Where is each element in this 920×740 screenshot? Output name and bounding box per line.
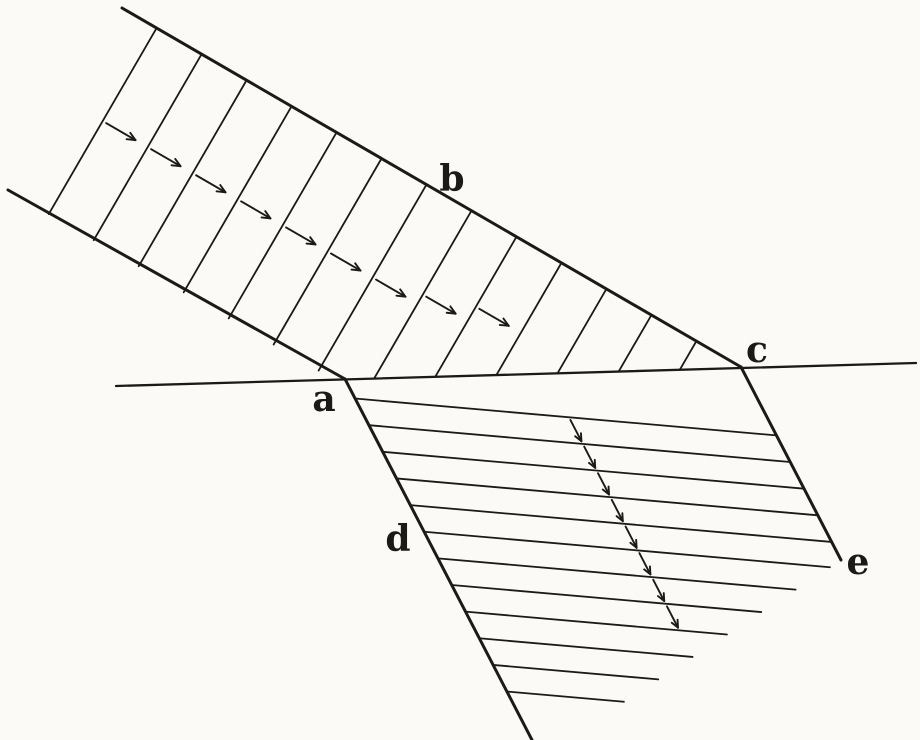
label-b: b: [439, 158, 465, 200]
incident-direction-arrow: [240, 200, 272, 220]
incident-direction-arrow-head: [219, 184, 227, 194]
refracted-direction-arrow: [652, 578, 666, 603]
refracted-direction-arrow-head: [670, 621, 679, 629]
refracted-wavefront: [381, 450, 805, 490]
interface-line: [114, 361, 918, 388]
refracted-wavefront: [354, 397, 778, 437]
label-a: a: [312, 378, 336, 420]
incident-direction-arrow-head: [264, 210, 272, 220]
incident-wavefront: [495, 261, 563, 376]
incident-wavefront: [137, 79, 248, 268]
incident-direction-arrow-head: [449, 305, 457, 315]
refracted-wavefront: [478, 637, 694, 658]
incident-direction-arrow: [375, 278, 407, 298]
refracted-direction-arrow-head: [615, 515, 624, 523]
label-e: e: [846, 541, 870, 583]
refracted-direction-arrow: [610, 498, 624, 523]
incident-upper-ray: [120, 6, 743, 369]
refracted-wavefront: [395, 477, 819, 517]
refracted-direction-arrow: [569, 418, 583, 443]
incident-wavefront: [227, 131, 338, 320]
label-c: c: [746, 329, 768, 371]
incident-wavefront: [617, 314, 653, 373]
refracted-direction-arrow: [597, 472, 610, 496]
refracted-direction-arrow-head: [657, 595, 666, 603]
refracted-direction-arrow-head: [574, 435, 583, 443]
incident-wavefront: [182, 105, 293, 294]
incident-direction-arrow-head: [125, 138, 137, 142]
incident-direction-arrow-head: [445, 311, 457, 315]
incident-direction-arrow-head: [399, 288, 407, 298]
incident-direction-arrow-head: [309, 236, 317, 246]
incident-direction-arrow: [285, 226, 317, 246]
incident-lower-ray: [6, 188, 347, 381]
refracted-direction-arrow: [666, 605, 679, 629]
refracted-direction-arrow-head: [588, 461, 597, 469]
refracted-wavefront: [450, 584, 763, 613]
refracted-direction-arrow-head: [601, 488, 610, 496]
incident-direction-arrow: [330, 252, 362, 272]
incident-direction-arrow-head: [502, 317, 510, 327]
refracted-direction-arrow: [624, 525, 638, 549]
incident-direction-arrow: [195, 174, 227, 194]
incident-wavefront: [92, 53, 203, 242]
incident-direction-arrow-head: [354, 262, 362, 272]
refracted-direction-arrow-head: [629, 541, 638, 549]
incident-direction-arrow-head: [305, 242, 317, 246]
incident-direction-arrow-head: [260, 216, 272, 220]
incident-direction-arrow-head: [129, 131, 137, 142]
incident-direction-arrow-head: [395, 294, 407, 298]
incident-direction-arrow-head: [170, 164, 182, 168]
refracted-left-ray: [343, 377, 534, 740]
refracted-wavefront: [506, 690, 625, 703]
refracted-right-ray: [739, 365, 843, 562]
incident-wavefront: [678, 340, 698, 371]
refracted-wavefront: [437, 557, 797, 591]
incident-direction-arrow-head: [174, 157, 182, 168]
label-d: d: [385, 518, 411, 560]
incident-wavefront: [272, 157, 383, 346]
refracted-wavefront: [368, 424, 792, 463]
refracted-direction-arrow-head: [643, 568, 652, 576]
incident-wavefront: [47, 27, 158, 215]
refracted-wavefront: [464, 610, 728, 636]
incident-direction-arrow: [478, 307, 510, 327]
incident-wavefront: [317, 183, 428, 372]
incident-direction-arrow-head: [215, 190, 227, 194]
incident-wavefront: [434, 235, 518, 378]
incident-direction-arrow: [105, 122, 137, 142]
refracted-direction-arrow: [583, 445, 597, 469]
incident-direction-arrow: [150, 148, 182, 168]
refracted-direction-arrow: [638, 552, 652, 576]
incident-direction-arrow-head: [350, 268, 362, 272]
incident-direction-arrow: [425, 295, 457, 315]
refracted-wavefront: [423, 530, 831, 569]
refracted-wavefront: [409, 504, 833, 543]
incident-wavefront: [556, 288, 608, 375]
refracted-wavefront: [492, 664, 660, 681]
incident-direction-arrow-head: [498, 323, 510, 327]
incident-wavefront: [373, 209, 473, 380]
